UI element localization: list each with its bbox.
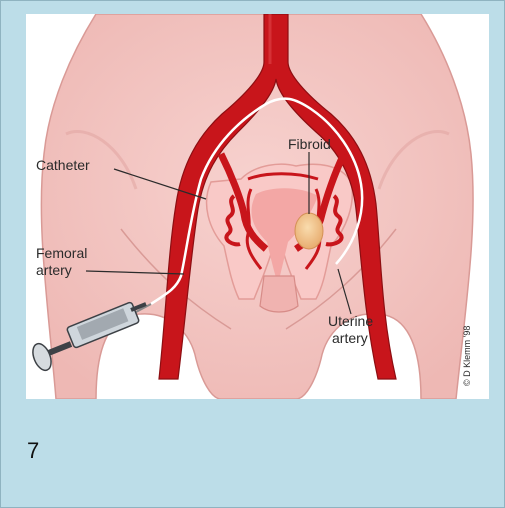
slide-number: 7 — [27, 438, 39, 464]
catheter-label: Catheter — [36, 157, 90, 173]
fibroid-label: Fibroid — [288, 136, 331, 152]
medical-illustration: Fibroid Catheter Femoral artery Uterine … — [26, 14, 489, 399]
uterine-embolization-diagram: Fibroid Catheter Femoral artery Uterine … — [26, 14, 489, 399]
femoral-artery-label-line2: artery — [36, 262, 72, 278]
femoral-artery-label-line1: Femoral — [36, 245, 87, 261]
copyright-label: © D Klemm '98 — [462, 326, 472, 386]
fibroid — [295, 213, 323, 249]
uterine-artery-label-line2: artery — [332, 330, 368, 346]
uterine-artery-label-line1: Uterine — [328, 313, 373, 329]
cervix — [260, 276, 298, 312]
